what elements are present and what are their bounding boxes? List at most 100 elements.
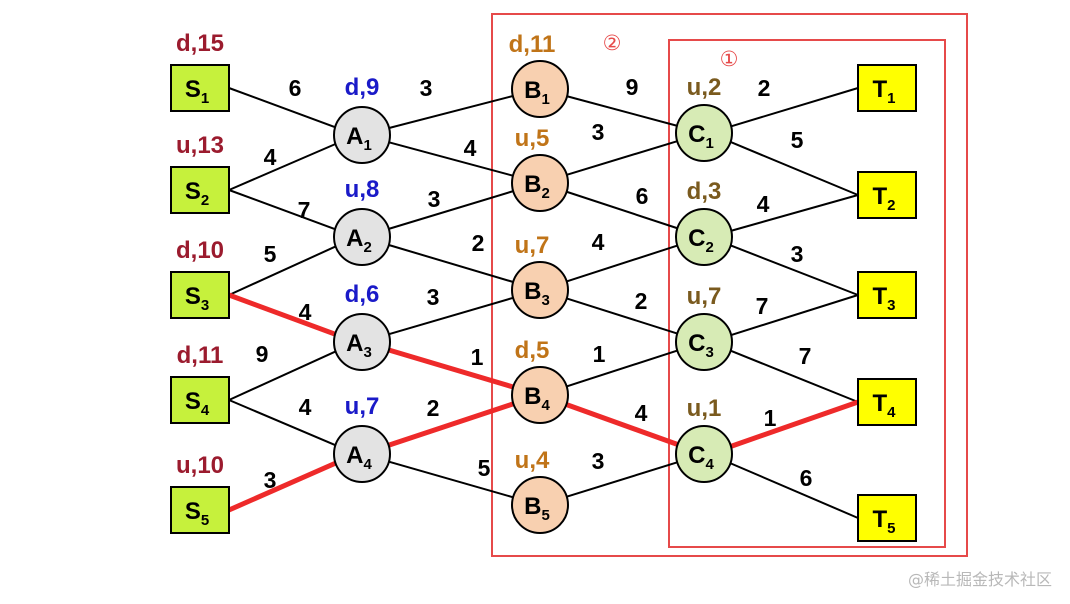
edge-weight-B1-C1: 9 — [626, 74, 639, 100]
edge-weight-B5-C4: 3 — [592, 448, 605, 474]
node-c1: C1 — [675, 104, 733, 162]
nodes: S1S2S3S4S5A1A2A3A4B1B2B3B4B5C1C2C3C4T1T2… — [170, 60, 917, 542]
edge-B3-C3 — [566, 297, 678, 335]
edge-A4-B4-path — [387, 401, 515, 448]
edge-C4-T5 — [730, 462, 859, 519]
edge-A3-B3 — [388, 296, 514, 336]
node-b4: B4 — [511, 366, 569, 424]
node-name-a3: A3 — [346, 330, 372, 361]
edge-weight-B2-C1: 3 — [592, 119, 605, 145]
edge-S2-A1 — [228, 143, 336, 191]
edge-weight-B4-C4: 4 — [635, 400, 648, 426]
edge-weight-C3-T3: 7 — [756, 293, 769, 319]
edge-S3-A2 — [228, 245, 337, 296]
edge-weight-S2-A1: 4 — [264, 144, 277, 170]
node-s5: S5 — [170, 486, 230, 534]
edge-A1-B2 — [388, 141, 514, 177]
edge-weight-B2-C2: 6 — [636, 183, 649, 209]
node-label-s3: d,10 — [176, 237, 224, 264]
edge-S4-A4 — [228, 399, 336, 447]
node-name-s2: S2 — [185, 178, 209, 209]
edge-C2-T3 — [730, 244, 859, 296]
region-box-inner — [668, 39, 946, 548]
edge-weight-S4-A4: 4 — [299, 394, 312, 420]
edge-C3-T3 — [730, 294, 859, 336]
edge-weight-C1-T2: 5 — [791, 127, 804, 153]
node-t3: T3 — [857, 271, 917, 319]
node-name-s4: S4 — [185, 388, 210, 419]
node-label-b5: u,4 — [515, 447, 550, 474]
edge-weight-A3-B4: 1 — [471, 344, 484, 370]
node-label-a3: d,6 — [345, 281, 380, 308]
node-a3: A3 — [333, 313, 391, 371]
edge-C1-T1 — [730, 87, 859, 128]
edge-B4-C3 — [566, 349, 678, 388]
edge-weight-A4-B4: 2 — [427, 395, 440, 421]
node-c2: C2 — [675, 208, 733, 266]
node-label-s4: d,11 — [177, 342, 224, 369]
edge-C2-T2 — [731, 194, 859, 232]
edge-weight-C2-T2: 4 — [757, 191, 770, 217]
edge-weight-C2-T3: 3 — [791, 241, 804, 267]
node-c4: C4 — [675, 425, 733, 483]
edge-A2-B3 — [388, 244, 514, 283]
node-b1: B1 — [511, 60, 569, 118]
node-a1: A1 — [333, 106, 391, 164]
edge-weight-A3-B3: 3 — [427, 284, 440, 310]
edge-B2-C2 — [566, 190, 678, 230]
watermark: @稀土掘金技术社区 — [907, 570, 1052, 589]
edge-A4-B5 — [388, 460, 514, 499]
edge-B5-C4 — [566, 461, 678, 498]
node-t1: T1 — [857, 64, 917, 112]
region-marker-inner: ① — [720, 47, 739, 71]
node-label-c3: u,7 — [687, 283, 722, 310]
node-label-a4: u,7 — [345, 393, 380, 420]
edge-weight-A2-B3: 2 — [472, 230, 485, 256]
node-t2: T2 — [857, 171, 917, 219]
region-boxes: ②① — [491, 13, 968, 557]
edge-B3-C2 — [566, 244, 678, 283]
edge-weight-B4-C3: 1 — [593, 341, 606, 367]
node-b3: B3 — [511, 261, 569, 319]
node-c3: C3 — [675, 313, 733, 371]
edge-weight-C3-T4: 7 — [799, 343, 812, 369]
node-b2: B2 — [511, 154, 569, 212]
node-t4: T4 — [857, 378, 917, 426]
edge-C3-T4 — [730, 349, 859, 403]
edge-S5-A4-path — [227, 460, 337, 513]
node-s1: S1 — [170, 64, 230, 112]
edge-weight-C4-T4: 1 — [764, 405, 777, 431]
node-label-c4: u,1 — [687, 395, 722, 422]
region-box-outer — [491, 13, 968, 557]
node-label-b2: u,5 — [515, 125, 550, 152]
node-s4: S4 — [170, 376, 230, 424]
region-marker-outer: ② — [603, 31, 622, 55]
node-label-b1: d,11 — [509, 31, 556, 58]
edge-weight-C4-T5: 6 — [800, 465, 813, 491]
edge-S1-A1 — [228, 87, 336, 129]
edge-weight-B3-C3: 2 — [635, 288, 648, 314]
edges — [227, 87, 859, 519]
node-label-a1: d,9 — [345, 74, 380, 101]
node-label-b4: d,5 — [515, 337, 550, 364]
node-label-c1: u,2 — [687, 74, 722, 101]
edge-S3-A3-path — [228, 292, 336, 337]
node-label-s2: u,13 — [176, 132, 224, 159]
node-label-s1: d,15 — [176, 30, 224, 57]
edge-weight-S3-A2: 5 — [264, 241, 277, 267]
edge-weight-S3-A3: 4 — [299, 299, 312, 325]
node-labels: d,15u,13d,10d,11u,10d,9u,8d,6u,7d,11u,5u… — [176, 30, 721, 479]
edge-B2-C1 — [566, 140, 678, 176]
edge-weight-A1-B2: 4 — [464, 135, 477, 161]
node-a2: A2 — [333, 208, 391, 266]
edge-A1-B1 — [388, 95, 514, 129]
edge-weight-A2-B2: 3 — [428, 186, 441, 212]
node-label-c2: d,3 — [687, 178, 722, 205]
edge-S2-A2 — [228, 189, 336, 231]
edge-B4-C4-path — [565, 402, 679, 447]
edge-S4-A3 — [228, 350, 337, 401]
edge-B1-C1 — [566, 95, 678, 127]
edge-A3-B4-path — [388, 347, 514, 390]
